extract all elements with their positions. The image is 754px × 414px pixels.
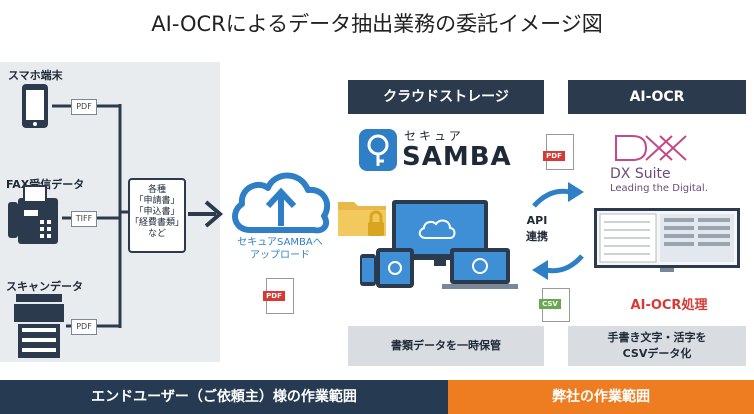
pdf-label: PDF: [263, 291, 285, 301]
laptop-icon: [442, 248, 518, 289]
pdf-tag-scan: PDF: [71, 319, 97, 335]
samba-kana: セキュア: [404, 129, 464, 143]
document-type: 各種: [147, 185, 166, 195]
tablet-icon: [376, 248, 414, 288]
api-label-line: 連携: [526, 230, 548, 243]
document-type: 「申請書」: [134, 196, 180, 206]
right-arrow-icon: [188, 200, 224, 228]
dx-suite-name: DX Suite: [610, 166, 671, 182]
pdf-document-icon: PDF: [263, 278, 294, 314]
pdf-document-icon: PDF: [543, 134, 574, 170]
secure-folder-icon: [338, 202, 386, 236]
document-types-box: 各種 「申請書」 「申込書」 「経費書類」 など: [128, 178, 186, 253]
api-link-label: API 連携: [514, 213, 560, 245]
phone-icon: [360, 254, 376, 286]
page-title: AI-OCRによるデータ抽出業務の委託イメージ図: [151, 12, 603, 36]
cloud-storage-header: クラウドストレージ: [348, 80, 544, 114]
upload-caption-line: セキュアSAMBAへ: [237, 237, 323, 248]
document-type: 「経費書類」: [130, 218, 185, 228]
dx-suite-tagline: Leading the Digital.: [610, 183, 708, 194]
csv-label: CSV: [539, 299, 561, 309]
csv-document-icon: CSV: [539, 288, 570, 322]
ai-ocr-caption: 手書き文字・活字を CSVデータ化: [568, 326, 746, 366]
ai-ocr-caption-line: CSVデータ化: [622, 347, 692, 360]
api-arrow-right-icon: [532, 182, 584, 208]
smartphone-icon: [22, 84, 48, 128]
monitor-icon: [392, 200, 488, 266]
tiff-tag-fax: TIFF: [71, 211, 97, 227]
storage-devices-graphic: [360, 200, 518, 289]
cloud-upload-icon: [232, 172, 331, 234]
dx-suite-logo-icon: [615, 135, 687, 161]
pdf-label: PDF: [543, 151, 565, 161]
scanner-icon: [14, 294, 64, 358]
fax-icon: [8, 185, 58, 244]
dx-suite-screen-graphic: [594, 208, 740, 272]
document-type: など: [147, 229, 166, 239]
smartphone-label: スマホ端末: [8, 69, 63, 82]
ai-ocr-header: AI-OCR: [568, 80, 746, 114]
upload-caption: セキュアSAMBAへ アップロード: [226, 236, 334, 262]
samba-name: SAMBA: [402, 142, 512, 172]
storage-caption: 書類データを一時保管: [348, 326, 544, 366]
company-scope-bar: 弊社の作業範囲: [448, 380, 754, 414]
api-label-line: API: [526, 214, 548, 227]
document-type: 「申込書」: [134, 207, 180, 217]
scan-label: スキャンデータ: [6, 280, 83, 293]
ai-ocr-process-label: AI-OCR処理: [630, 298, 708, 313]
upload-caption-line: アップロード: [250, 250, 310, 261]
end-user-scope-bar: エンドユーザー（ご依頼主）様の作業範囲: [0, 380, 448, 414]
ai-ocr-caption-line: 手書き文字・活字を: [607, 331, 707, 344]
api-arrow-left-icon: [532, 254, 584, 280]
samba-logo-icon: [359, 129, 397, 171]
pdf-tag-smartphone: PDF: [71, 99, 97, 115]
